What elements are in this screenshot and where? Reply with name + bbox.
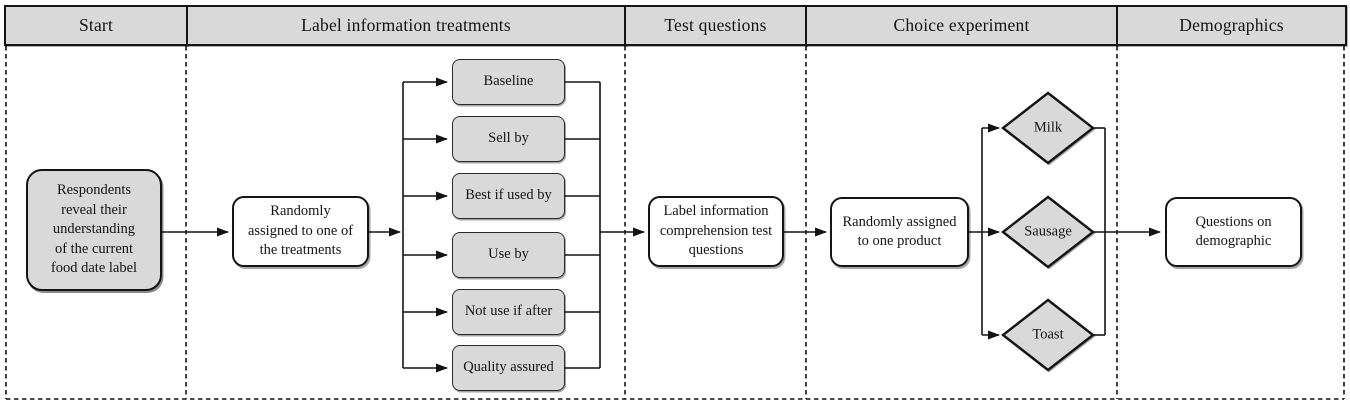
respondents-node: Respondents reveal their understanding o… [26, 169, 162, 291]
lane-header-treatments: Label information treatments [186, 5, 626, 46]
assign-treatment-node: Randomly assigned to one of the treatmen… [232, 196, 369, 267]
treatment-box-best-if-used-by: Best if used by [452, 173, 565, 219]
lane-header-choice: Choice experiment [805, 5, 1118, 46]
toast-diamond-label: Toast [1032, 326, 1064, 343]
milk-diamond-label: Milk [1033, 119, 1063, 136]
milk-diamond [1001, 91, 1095, 165]
sausage-diamond [1001, 195, 1095, 269]
demographics-node: Questions on demographic [1165, 197, 1302, 267]
lane-dividers [5, 46, 1345, 400]
toast-diamond [1001, 298, 1095, 372]
assign-product-node: Randomly assigned to one product [830, 197, 969, 267]
product-diamonds [1001, 91, 1095, 372]
arrows [162, 77, 1161, 373]
treatment-box-sell-by: Sell by [452, 116, 565, 162]
treatment-box-not-use-if-after: Not use if after [452, 289, 565, 335]
treatment-box-use-by: Use by [452, 232, 565, 278]
lane-header-test: Test questions [624, 5, 807, 46]
sausage-diamond-label: Sausage [1024, 223, 1072, 240]
test-questions-node: Label information comprehension test que… [648, 196, 784, 267]
treatment-box-baseline: Baseline [452, 59, 565, 105]
lane-header-start: Start [4, 5, 188, 46]
lane-header-demographics: Demographics [1116, 5, 1347, 46]
treatment-box-quality-assured: Quality assured [452, 345, 565, 391]
